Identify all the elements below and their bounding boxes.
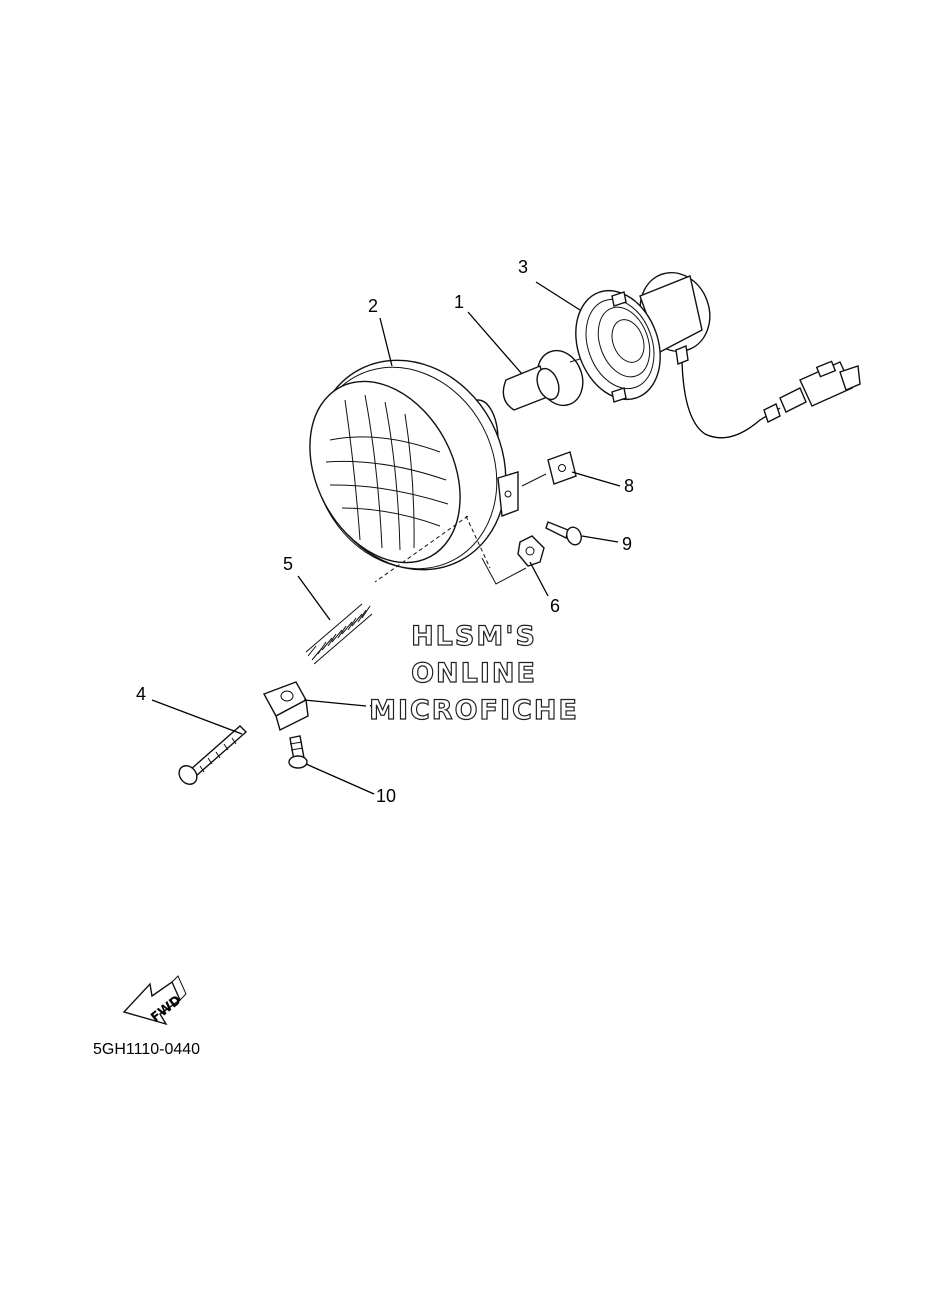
bulb-socket-harness [575,271,861,439]
watermark: HLSM'S ONLINE MICROFICHE [368,620,579,726]
callout-8: 8 [624,476,634,496]
callout-2: 2 [368,296,378,316]
headlight-assembly [309,359,547,585]
adjust-bolt [178,725,248,785]
bracket [262,681,309,732]
callout-7: 7 [369,702,379,722]
callout-5: 5 [283,554,293,574]
callout-6: 6 [550,596,560,616]
diagram-code: 5GH1110-0440 [93,1041,200,1058]
callout-4: 4 [136,684,146,704]
screw-9 [545,521,582,546]
watermark-line-1: HLSM'S [411,621,537,652]
nut-6 [517,535,545,567]
adjust-spring [305,603,373,665]
callout-1: 1 [454,292,464,312]
callout-3: 3 [518,257,528,277]
fwd-arrow-icon: FWD [122,975,187,1026]
callout-9: 9 [622,534,632,554]
watermark-line-3: MICROFICHE [369,695,579,726]
headlight-bulb [502,341,637,411]
clip-nut [547,451,577,485]
callout-10: 10 [376,786,396,806]
watermark-line-2: ONLINE [411,658,537,689]
bolt-10 [288,735,308,769]
leader-lines [151,281,621,795]
